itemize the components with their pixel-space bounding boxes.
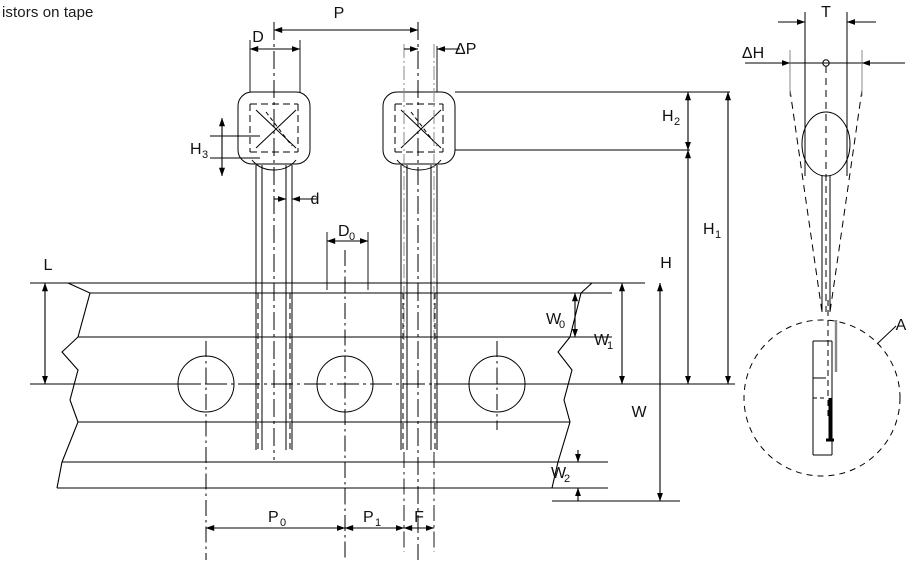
svg-text:1: 1 — [375, 517, 381, 529]
dimension-labels: P D ΔP d D 0 H 3 H 2 H H 1 W — [44, 4, 907, 529]
svg-text:2: 2 — [674, 116, 680, 128]
label-w1: W 1 — [594, 332, 613, 352]
resistor-left — [237, 91, 311, 452]
svg-text:0: 0 — [559, 319, 565, 331]
extension-lines — [30, 40, 735, 489]
svg-text:D: D — [338, 223, 350, 240]
label-w: W — [631, 404, 647, 421]
label-t: T — [821, 4, 831, 21]
svg-text:H: H — [662, 108, 674, 125]
dimension-lines — [42, 27, 731, 502]
bottom-extension-centrelines — [403, 452, 435, 552]
label-w0: W 0 — [546, 311, 565, 331]
svg-text:H: H — [190, 141, 202, 158]
label-delta-p: ΔP — [455, 41, 476, 58]
label-delta-h: ΔH — [742, 45, 764, 62]
svg-text:W: W — [594, 332, 610, 349]
label-l: L — [44, 257, 53, 274]
label-d0: D 0 — [338, 223, 355, 243]
side-view-dimension-lines — [762, 19, 890, 66]
svg-text:P: P — [363, 509, 374, 526]
svg-text:1: 1 — [607, 340, 613, 352]
label-h2: H 2 — [662, 108, 680, 128]
label-f: F — [414, 509, 424, 526]
label-h: H — [660, 255, 672, 272]
label-detail-a: A — [896, 317, 907, 334]
svg-text:2: 2 — [564, 473, 570, 485]
label-p1: P 1 — [363, 509, 381, 529]
side-view-geometry — [745, 12, 905, 313]
resistor-right-offset-centreline — [403, 44, 435, 340]
detail-circle-a — [743, 300, 901, 477]
svg-text:P: P — [268, 509, 279, 526]
label-d: D — [252, 29, 264, 46]
label-w2: W 2 — [551, 465, 570, 485]
sprocket-hole-centrelines — [205, 250, 498, 560]
resistor-right — [382, 91, 456, 452]
label-h1: H 1 — [703, 221, 721, 241]
svg-text:0: 0 — [280, 517, 286, 529]
page-caption: istors on tape — [2, 4, 94, 21]
svg-text:3: 3 — [202, 149, 208, 161]
label-p0: P 0 — [268, 509, 286, 529]
tape-body — [56, 282, 593, 489]
label-p: P — [334, 5, 345, 22]
svg-text:H: H — [703, 221, 715, 238]
svg-text:W: W — [546, 311, 562, 328]
label-h3: H 3 — [190, 141, 208, 161]
label-d-lead: d — [311, 191, 320, 208]
svg-text:1: 1 — [715, 229, 721, 241]
svg-text:W: W — [551, 465, 567, 482]
svg-text:0: 0 — [349, 231, 355, 243]
